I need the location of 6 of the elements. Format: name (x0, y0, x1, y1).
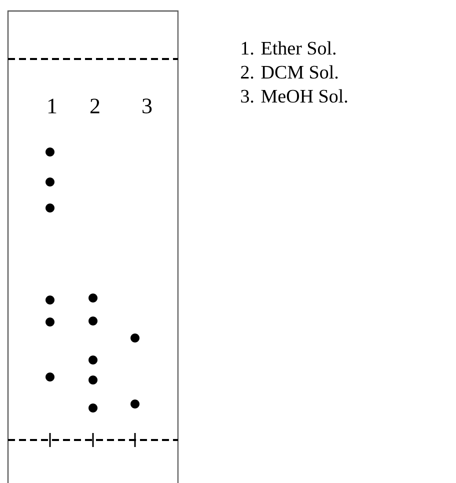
legend-item: 3. MeOH Sol. (241, 89, 348, 103)
lane-number: 1 (48, 98, 56, 114)
legend-item: 1. Ether Sol. (242, 41, 336, 55)
lane-number: 3 (142, 98, 152, 114)
legend-item: 2. DCM Sol. (241, 65, 338, 79)
lane-number: 2 (90, 98, 100, 114)
